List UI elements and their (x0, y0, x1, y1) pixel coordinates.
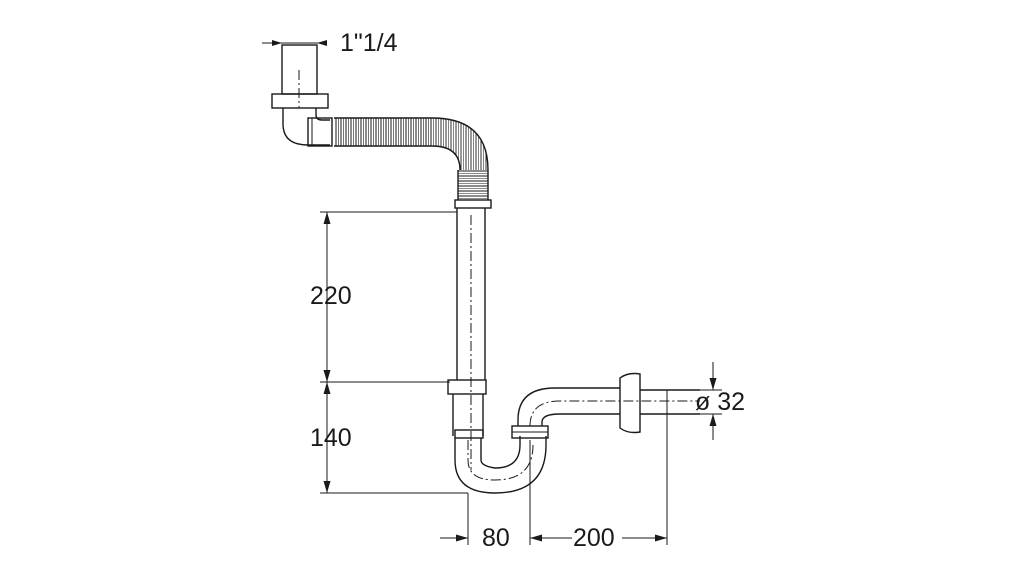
dim-label-inlet-size: 1"1/4 (340, 29, 398, 57)
inlet-elbow (282, 108, 333, 147)
dimension-horizontal: 80 200 (440, 390, 668, 552)
dim-label-lower-height: 140 (310, 424, 352, 452)
dimension-outlet-diameter: ø 32 (695, 362, 745, 440)
u-bend-trap (454, 436, 547, 494)
dim-label-trap-offset: 80 (482, 524, 510, 552)
dim-label-outlet-length: 200 (573, 524, 615, 552)
coupling-nut (447, 379, 487, 439)
dim-label-outlet-diameter: ø 32 (695, 388, 745, 416)
inlet-tailpiece (271, 44, 329, 109)
dimension-height: 220 140 (310, 211, 468, 494)
flexible-hose (334, 117, 492, 209)
outlet-nut (511, 425, 549, 439)
outlet-pipe (517, 387, 700, 427)
vertical-tube (456, 208, 486, 470)
dimension-inlet-size: 1"1/4 (262, 29, 398, 57)
wall-rosette (619, 372, 700, 434)
dim-label-upper-height: 220 (310, 282, 352, 310)
